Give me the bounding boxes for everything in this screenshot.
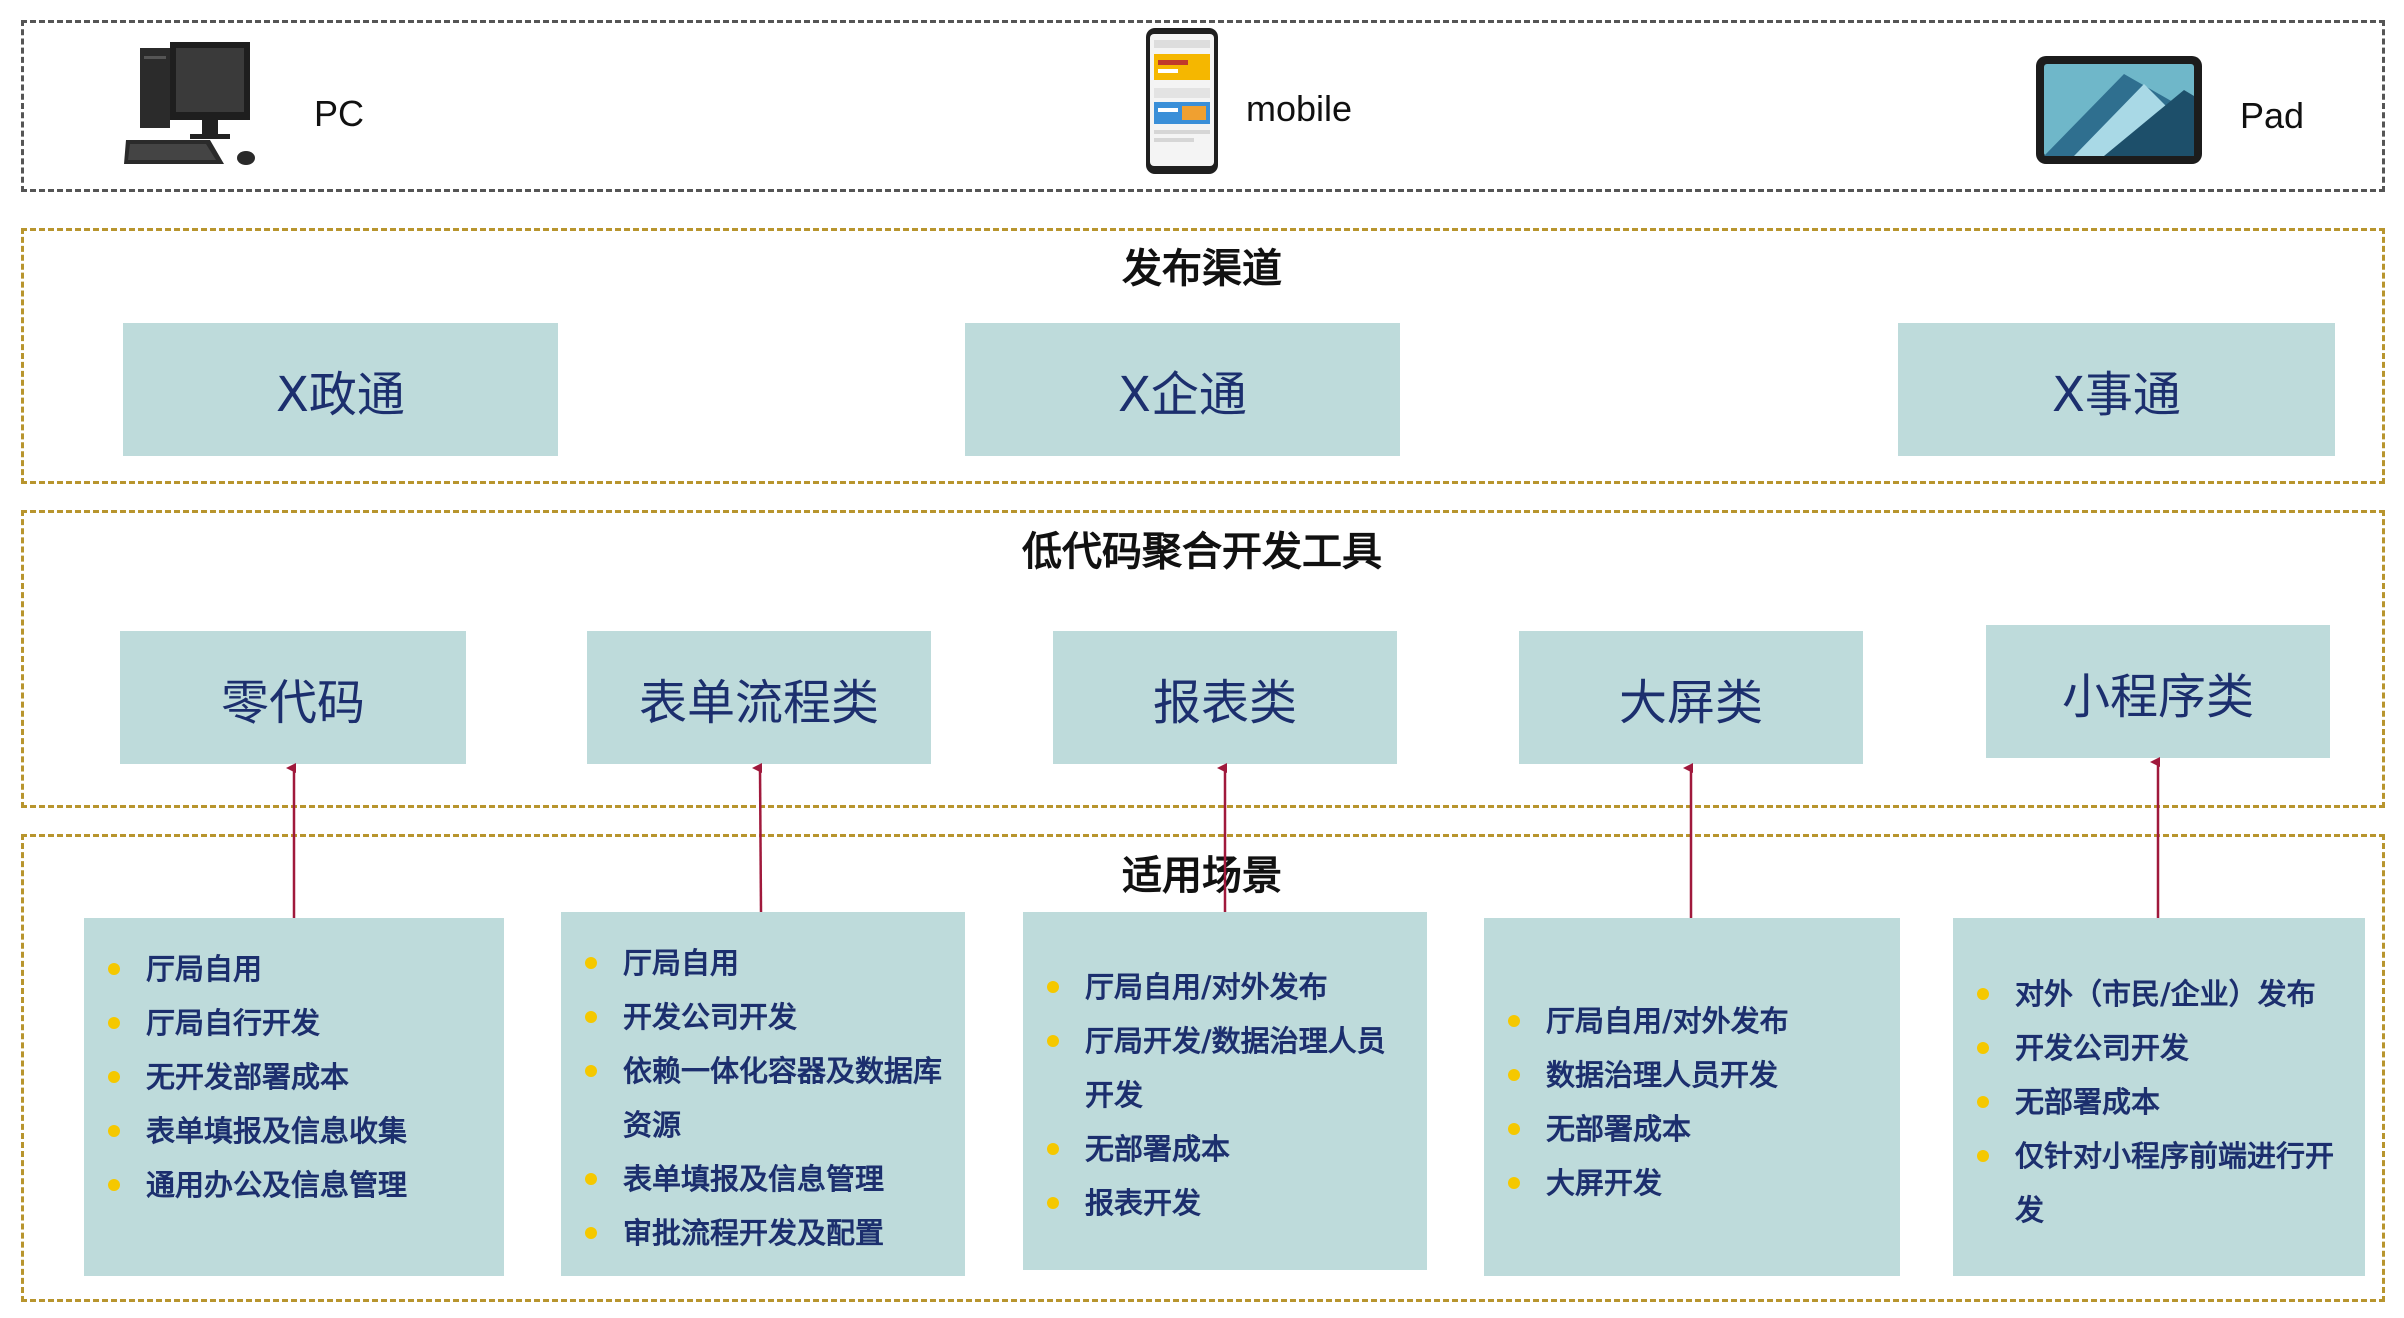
scene-item: 厅局自用/对外发布 <box>1484 994 1900 1048</box>
scene-item: 数据治理人员开发 <box>1484 1048 1900 1102</box>
scene-item: 无部署成本 <box>1484 1102 1900 1156</box>
scene-list-5: 对外（市民/企业）发布 开发公司开发 无部署成本 仅针对小程序前端进行开发 <box>1953 967 2365 1237</box>
scene-item: 表单填报及信息管理 <box>561 1152 965 1206</box>
scene-item: 开发公司开发 <box>561 990 965 1044</box>
scene-item: 厅局自用 <box>84 942 504 996</box>
scene-item: 无部署成本 <box>1953 1075 2365 1129</box>
arrow-scene2-to-form-flow <box>752 762 763 913</box>
tools-title: 低代码聚合开发工具 <box>1022 529 1382 575</box>
scene-item: 仅针对小程序前端进行开发 <box>1953 1129 2365 1237</box>
scene-item: 表单填报及信息收集 <box>84 1104 504 1158</box>
channels-frame <box>21 228 2385 484</box>
channel-box-qitong: X企通 <box>965 323 1400 456</box>
desktop-computer-icon <box>124 42 255 165</box>
tool-box-form-flow: 表单流程类 <box>587 631 931 764</box>
mobile-phone-icon <box>1146 28 1218 174</box>
scene-list-1: 厅局自用 厅局自行开发 无开发部署成本 表单填报及信息收集 通用办公及信息管理 <box>84 942 504 1212</box>
scene-item: 厅局自用/对外发布 <box>1023 960 1427 1014</box>
scene-list-3: 厅局自用/对外发布 厅局开发/数据治理人员开发 无部署成本 报表开发 <box>1023 960 1427 1230</box>
scene-item: 对外（市民/企业）发布 <box>1953 967 2365 1021</box>
device-label-pc: PC <box>314 93 365 134</box>
scene-item: 报表开发 <box>1023 1176 1427 1230</box>
scene-item: 无部署成本 <box>1023 1122 1427 1176</box>
channels-title: 发布渠道 <box>1122 246 1282 292</box>
device-label-mobile: mobile <box>1246 88 1353 129</box>
scene-box-1: 厅局自用 厅局自行开发 无开发部署成本 表单填报及信息收集 通用办公及信息管理 <box>84 918 504 1276</box>
scene-item: 厅局自用 <box>561 936 965 990</box>
scene-item: 通用办公及信息管理 <box>84 1158 504 1212</box>
scene-item: 厅局开发/数据治理人员开发 <box>1023 1014 1427 1122</box>
channel-box-shitong: X事通 <box>1898 323 2335 456</box>
scene-item: 厅局自行开发 <box>84 996 504 1050</box>
scenes-frame <box>21 834 2385 1302</box>
scene-item: 开发公司开发 <box>1953 1021 2365 1075</box>
tools-frame <box>21 510 2385 808</box>
scene-item: 依赖一体化容器及数据库资源 <box>561 1044 965 1152</box>
devices-frame <box>21 20 2385 192</box>
tool-box-big-screen: 大屏类 <box>1519 631 1863 764</box>
channel-box-zhengtong: X政通 <box>123 323 558 456</box>
tool-box-zero-code: 零代码 <box>120 631 466 764</box>
device-label-pad: Pad <box>2240 95 2305 136</box>
scene-list-2: 厅局自用 开发公司开发 依赖一体化容器及数据库资源 表单填报及信息管理 审批流程… <box>561 936 965 1260</box>
tablet-icon <box>2036 56 2202 164</box>
scene-box-3: 厅局自用/对外发布 厅局开发/数据治理人员开发 无部署成本 报表开发 <box>1023 912 1427 1270</box>
scene-list-4: 厅局自用/对外发布 数据治理人员开发 无部署成本 大屏开发 <box>1484 994 1900 1210</box>
scene-box-5: 对外（市民/企业）发布 开发公司开发 无部署成本 仅针对小程序前端进行开发 <box>1953 918 2365 1276</box>
scene-box-2: 厅局自用 开发公司开发 依赖一体化容器及数据库资源 表单填报及信息管理 审批流程… <box>561 912 965 1276</box>
tool-box-report: 报表类 <box>1053 631 1397 764</box>
scene-box-4: 厅局自用/对外发布 数据治理人员开发 无部署成本 大屏开发 <box>1484 918 1900 1276</box>
tool-box-mini-program: 小程序类 <box>1986 625 2330 758</box>
scene-item: 审批流程开发及配置 <box>561 1206 965 1260</box>
scenes-title: 适用场景 <box>1122 853 1282 899</box>
scene-item: 无开发部署成本 <box>84 1050 504 1104</box>
scene-item: 大屏开发 <box>1484 1156 1900 1210</box>
